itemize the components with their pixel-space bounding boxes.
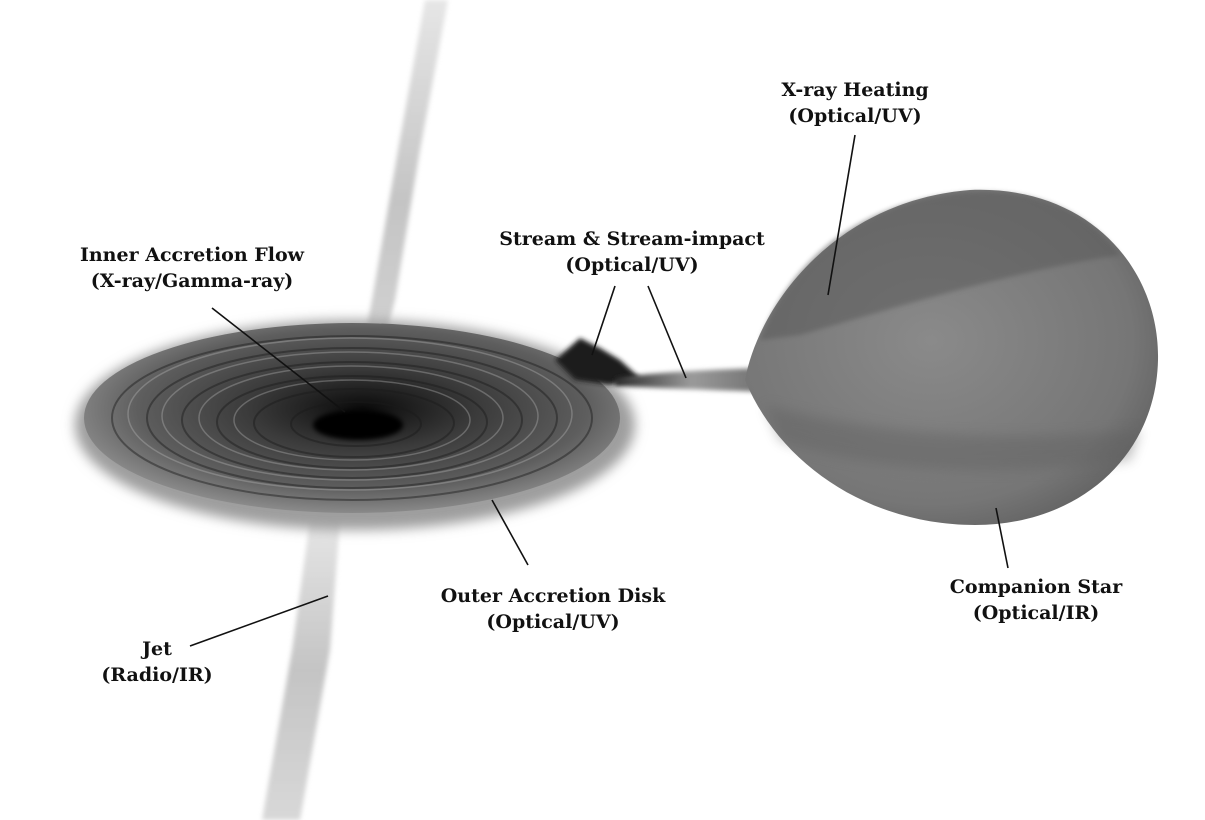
label-companion-band: (Optical/IR) [950, 600, 1122, 626]
label-xray-heating-band: (Optical/UV) [781, 103, 928, 129]
jet-lower [262, 520, 340, 820]
label-outer-disk-band: (Optical/UV) [441, 609, 665, 635]
label-xray-heating-name: X-ray Heating [781, 77, 928, 103]
label-jet-name: Jet [101, 636, 212, 662]
label-stream-band: (Optical/UV) [499, 252, 765, 278]
label-companion-name: Companion Star [950, 574, 1122, 600]
label-jet-band: (Radio/IR) [101, 662, 212, 688]
leader-stream-left [592, 286, 615, 355]
leader-stream-right [648, 286, 686, 378]
label-outer-disk: Outer Accretion Disk (Optical/UV) [441, 583, 665, 635]
label-inner-flow-name: Inner Accretion Flow [80, 242, 304, 268]
label-inner-flow: Inner Accretion Flow (X-ray/Gamma-ray) [80, 242, 304, 294]
label-stream-name: Stream & Stream-impact [499, 226, 765, 252]
label-inner-flow-band: (X-ray/Gamma-ray) [80, 268, 304, 294]
label-xray-heating: X-ray Heating (Optical/UV) [781, 77, 928, 129]
inner-accretion-flow [313, 410, 403, 440]
label-companion: Companion Star (Optical/IR) [950, 574, 1122, 626]
label-stream: Stream & Stream-impact (Optical/UV) [499, 226, 765, 278]
label-jet: Jet (Radio/IR) [101, 636, 212, 688]
label-outer-disk-name: Outer Accretion Disk [441, 583, 665, 609]
